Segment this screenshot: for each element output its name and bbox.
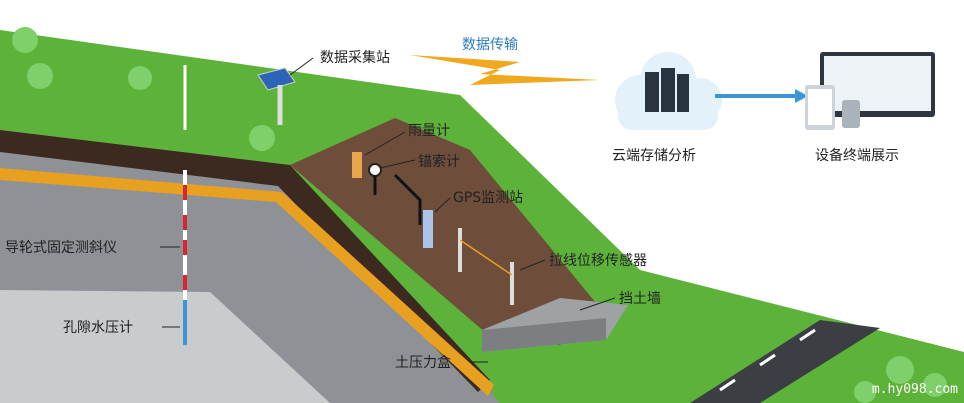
road xyxy=(690,320,880,403)
label-rain-gauge: 雨量计 xyxy=(408,123,450,139)
label-data-station: 数据采集站 xyxy=(320,50,390,66)
deep-rock-layer xyxy=(0,290,330,403)
watermark: m.hy098.com xyxy=(871,382,958,397)
label-wire-sensor: 拉线位移传感器 xyxy=(549,253,647,269)
label-earth-pressure-box: 土压力盒 xyxy=(395,355,451,371)
server-icon xyxy=(645,68,689,112)
trees xyxy=(12,27,947,403)
label-retaining-wall: 挡土墙 xyxy=(619,291,661,307)
label-inclinometer: 导轮式固定测斜仪 xyxy=(5,240,117,256)
label-anchor-meter: 锚索计 xyxy=(418,154,460,170)
data-transfer-bolt-icon xyxy=(410,55,600,85)
soil-layer xyxy=(0,130,490,392)
label-cloud: 云端存储分析 xyxy=(612,148,696,164)
terminal-devices-icon xyxy=(805,52,935,130)
label-gps-station: GPS监测站 xyxy=(453,190,524,206)
data-station-icon xyxy=(257,67,296,125)
label-terminal: 设备终端展示 xyxy=(815,148,899,164)
anchor-meter-icon xyxy=(368,163,382,177)
rain-gauge-icon xyxy=(352,152,362,178)
label-pore-pressure: 孔隙水压计 xyxy=(63,320,133,336)
gps-station-icon xyxy=(423,210,433,248)
label-data-transfer: 数据传输 xyxy=(462,37,518,53)
